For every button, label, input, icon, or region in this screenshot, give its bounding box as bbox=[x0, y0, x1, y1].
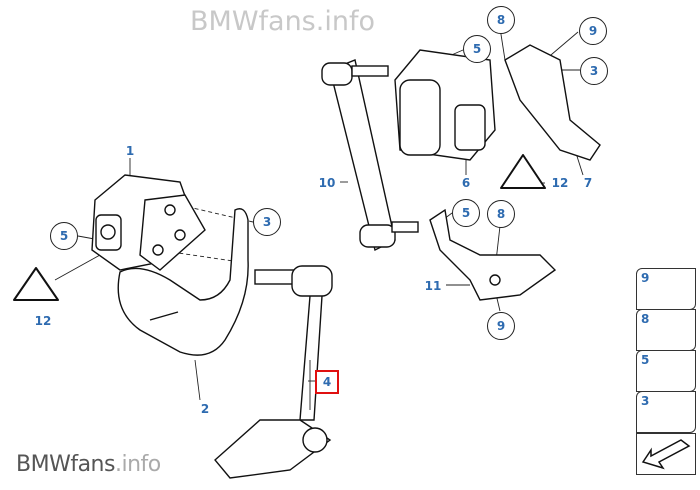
callout-12-right[interactable]: 12 bbox=[551, 176, 569, 190]
callout-7[interactable]: 7 bbox=[583, 176, 593, 190]
legend-number: 3 bbox=[641, 394, 650, 408]
callout-1[interactable]: 1 bbox=[125, 144, 135, 158]
callout-9-bottom[interactable]: 9 bbox=[487, 312, 515, 340]
callout-12-left[interactable]: 12 bbox=[34, 314, 52, 328]
callout-5-mid[interactable]: 5 bbox=[452, 199, 480, 227]
legend-number: 9 bbox=[641, 271, 650, 285]
legend-item-clip[interactable]: 9 bbox=[636, 268, 696, 310]
watermark-bottom: BMWfans.info bbox=[16, 452, 161, 477]
legend-number: 5 bbox=[641, 353, 650, 367]
watermark-brand: BMWfans bbox=[16, 452, 115, 477]
callout-8-mid[interactable]: 8 bbox=[487, 200, 515, 228]
arrow-icon bbox=[641, 439, 691, 470]
legend-item-nut[interactable]: 5 bbox=[636, 350, 696, 392]
callout-5-top[interactable]: 5 bbox=[463, 35, 491, 63]
legend-number: 8 bbox=[641, 312, 650, 326]
callout-6[interactable]: 6 bbox=[461, 176, 471, 190]
callout-3-top[interactable]: 3 bbox=[580, 57, 608, 85]
callout-8-top[interactable]: 8 bbox=[487, 6, 515, 34]
callout-3-left[interactable]: 3 bbox=[253, 208, 281, 236]
back-arrow-button[interactable] bbox=[636, 433, 696, 475]
callout-2[interactable]: 2 bbox=[200, 402, 210, 416]
watermark-suffix: .info bbox=[114, 452, 161, 477]
legend-item-bolt[interactable]: 8 bbox=[636, 309, 696, 351]
legend-item-screw[interactable]: 3 bbox=[636, 391, 696, 433]
callout-9-top[interactable]: 9 bbox=[579, 17, 607, 45]
callout-5-left[interactable]: 5 bbox=[50, 222, 78, 250]
callout-10[interactable]: 10 bbox=[318, 176, 336, 190]
callout-11[interactable]: 11 bbox=[424, 279, 442, 293]
watermark-top: BMWfans.info bbox=[190, 6, 375, 37]
callout-4-highlighted[interactable]: 4 bbox=[315, 370, 339, 394]
